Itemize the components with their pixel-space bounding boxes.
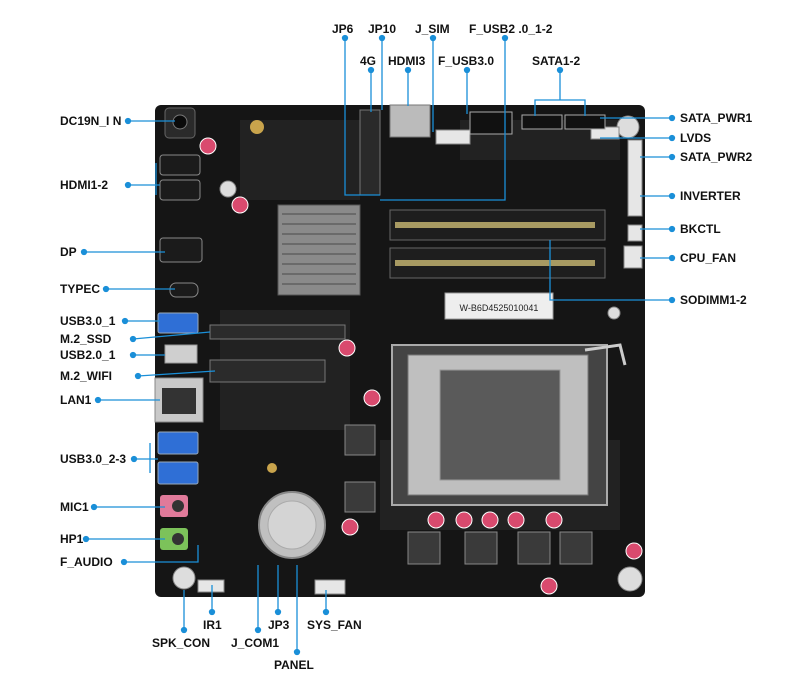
label-hdmi1-2: HDMI1-2 <box>60 178 109 192</box>
label-usb2-0-1: USB2.0_1 <box>60 348 116 362</box>
label-usb3-0-2-3: USB3.0_2-3 <box>60 452 127 466</box>
label-jp3: JP3 <box>268 618 290 632</box>
label-dc-jack: DC19N_I N <box>60 114 122 128</box>
label-hdmi3: HDMI3 <box>388 54 426 68</box>
label-sata-pwr2: SATA_PWR2 <box>680 150 753 164</box>
label-sodimm1-2: SODIMM1-2 <box>680 293 747 307</box>
label-lvds: LVDS <box>680 131 712 145</box>
label-typec: TYPEC <box>60 282 101 296</box>
label-f-usb2: F_USB2 .0_1-2 <box>469 22 553 36</box>
label-inverter: INVERTER <box>680 189 741 203</box>
board-serial-sticker: W-B6D4525010041 <box>460 303 539 313</box>
label-jp6: JP6 <box>332 22 354 36</box>
label-hp1: HP1 <box>60 532 84 546</box>
label-4g: 4G <box>360 54 377 68</box>
label-lan1: LAN1 <box>60 393 92 407</box>
label-panel: PANEL <box>274 658 314 672</box>
label-spk-con: SPK_CON <box>152 636 211 650</box>
label-f-usb3: F_USB3.0 <box>438 54 495 68</box>
label-dp: DP <box>60 245 77 259</box>
leader-lines <box>80 34 676 656</box>
label-cpu-fan: CPU_FAN <box>680 251 737 265</box>
label-jp10: JP10 <box>368 22 397 36</box>
label-sata1-2: SATA1-2 <box>532 54 581 68</box>
label-sys-fan: SYS_FAN <box>307 618 362 632</box>
label-m2-wifi: M.2_WIFI <box>60 369 113 383</box>
label-j-com1: J_COM1 <box>231 636 280 650</box>
label-usb3-0-1: USB3.0_1 <box>60 314 116 328</box>
label-m2-ssd: M.2_SSD <box>60 332 112 346</box>
mounting-hole <box>172 115 643 592</box>
label-f-audio: F_AUDIO <box>60 555 113 569</box>
label-mic1: MIC1 <box>60 500 89 514</box>
label-bkctl: BKCTL <box>680 222 721 236</box>
label-j-sim: J_SIM <box>415 22 450 36</box>
label-sata-pwr1: SATA_PWR1 <box>680 111 753 125</box>
label-ir1: IR1 <box>203 618 222 632</box>
